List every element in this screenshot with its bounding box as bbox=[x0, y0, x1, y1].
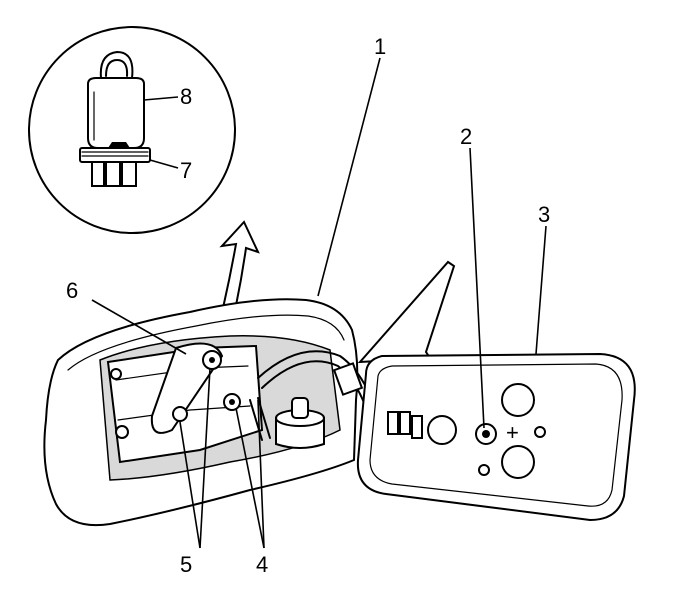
detail-inset bbox=[28, 26, 236, 234]
mirror-housing bbox=[43, 298, 373, 527]
callout-numbers: 1 2 3 4 5 6 7 8 bbox=[66, 34, 550, 577]
callout-4: 4 bbox=[256, 552, 268, 577]
callout-1: 1 bbox=[374, 34, 386, 59]
socket bbox=[79, 142, 151, 187]
detail-circle bbox=[28, 26, 236, 234]
callout-2: 2 bbox=[460, 124, 472, 149]
callout-6: 6 bbox=[66, 278, 78, 303]
leader-lines bbox=[91, 57, 547, 549]
callout-5: 5 bbox=[180, 552, 192, 577]
callout-3: 3 bbox=[538, 202, 550, 227]
callout-8: 8 bbox=[180, 84, 192, 109]
mirror-glass-backing: + bbox=[356, 260, 636, 522]
callout-7: 7 bbox=[180, 158, 192, 183]
svg-text:+: + bbox=[506, 420, 519, 445]
bulb bbox=[87, 51, 145, 149]
